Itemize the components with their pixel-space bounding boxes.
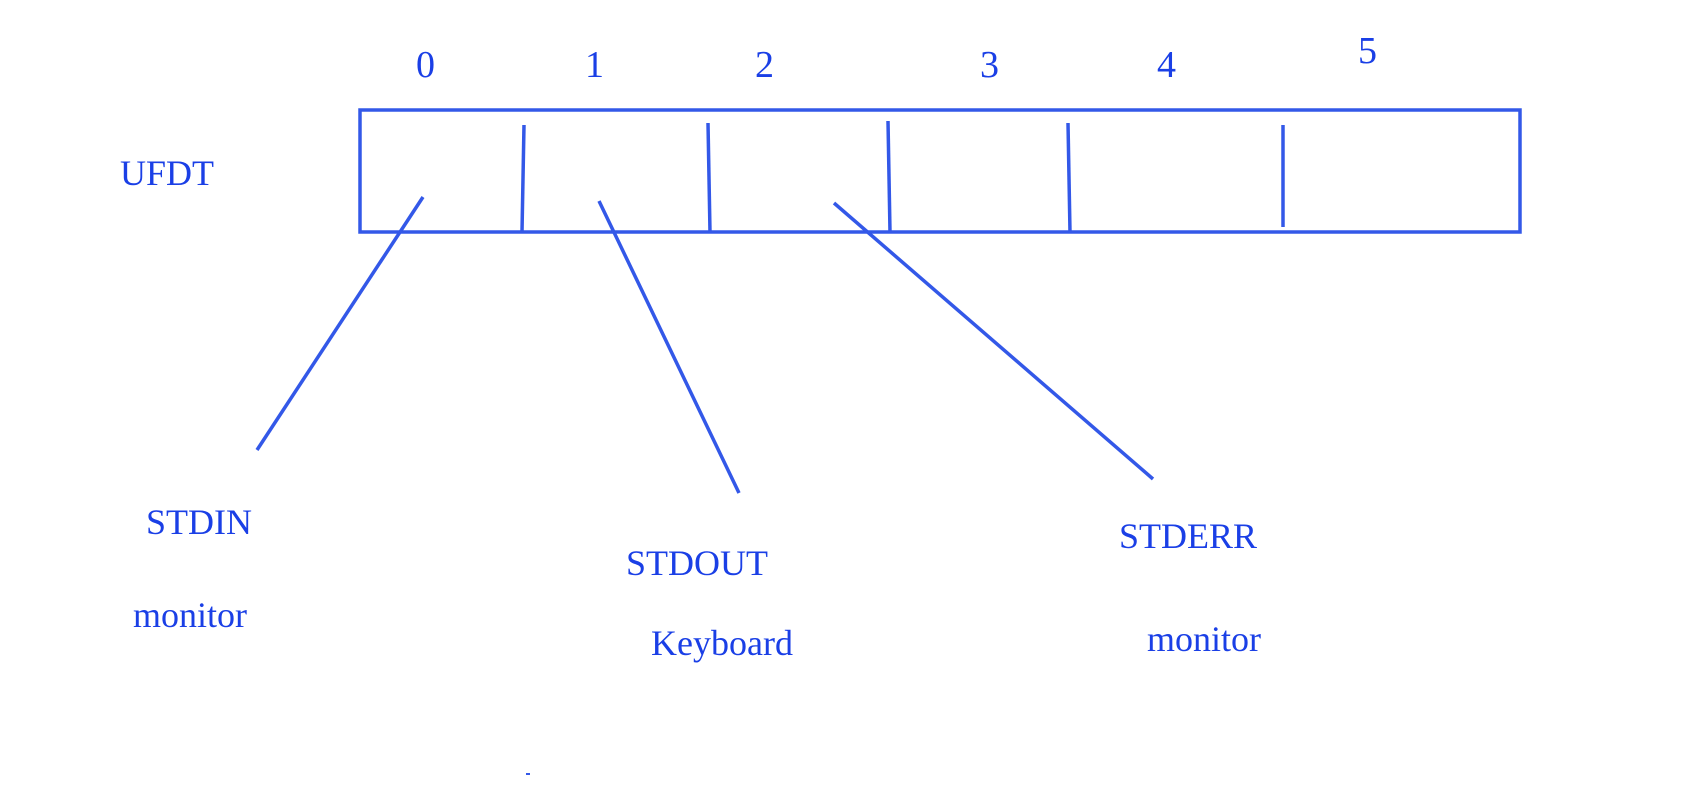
slot-divider [520, 124, 526, 233]
stream-name-stderr: STDERR [1119, 516, 1257, 556]
ufdt-table-outline [358, 108, 1522, 234]
index-label-5: 5 [1358, 30, 1377, 72]
slot-divider [886, 120, 892, 233]
pointer-line-stdin [255, 196, 425, 451]
pointer-line-stdout [597, 200, 741, 494]
device-label-stdin: monitor [133, 595, 247, 635]
index-label-4: 4 [1157, 44, 1176, 86]
stream-name-stdout: STDOUT [626, 543, 768, 583]
ufdt-label: UFDT [120, 153, 214, 193]
pointer-line-stderr [832, 201, 1155, 481]
index-label-1: 1 [585, 44, 604, 86]
slot-divider [706, 122, 712, 233]
index-label-2: 2 [755, 44, 774, 86]
slot-divider [1066, 122, 1072, 233]
index-label-3: 3 [980, 44, 999, 86]
stream-name-stdin: STDIN [146, 502, 252, 542]
index-label-0: 0 [416, 44, 435, 86]
device-label-stdout: Keyboard [651, 623, 793, 663]
device-label-stderr: monitor [1147, 619, 1261, 659]
